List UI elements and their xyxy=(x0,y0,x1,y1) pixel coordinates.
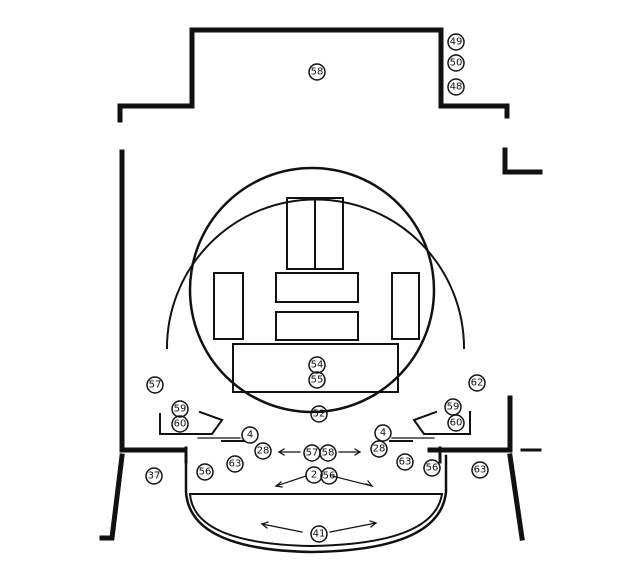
marker-circle xyxy=(310,525,328,543)
marker-circle xyxy=(254,442,272,460)
marker-circle xyxy=(308,371,326,389)
label-57-center: 57 xyxy=(306,448,319,459)
front-platform xyxy=(232,343,399,393)
marker-circle xyxy=(447,54,465,72)
marker-circle xyxy=(471,461,489,479)
marker-circle xyxy=(308,63,326,81)
label-4-right: 4 xyxy=(380,428,386,439)
marker-circle xyxy=(396,453,414,471)
rear-platform-right xyxy=(314,197,344,270)
label-52: 52 xyxy=(313,409,326,420)
center-block-upper xyxy=(275,272,359,303)
marker-circle xyxy=(468,374,486,392)
center-block-lower xyxy=(275,311,359,341)
right-wall xyxy=(427,395,513,453)
label-4-left: 4 xyxy=(247,430,253,441)
marker-circle xyxy=(226,455,244,473)
arrow-front-diagonal xyxy=(274,475,374,488)
marker-circle xyxy=(305,466,323,484)
right-wagon xyxy=(412,410,471,435)
left-flat xyxy=(213,272,244,340)
label-2: 2 xyxy=(311,470,317,481)
label-56-center: 56 xyxy=(323,471,336,482)
rear-platform-left xyxy=(286,197,316,270)
marker-circle xyxy=(374,424,392,442)
label-58-top: 58 xyxy=(311,67,324,78)
left-lower-wall xyxy=(99,453,125,541)
label-59-left: 59 xyxy=(174,404,187,415)
label-50: 50 xyxy=(450,58,463,69)
arrow-apron xyxy=(260,520,378,533)
marker-circle xyxy=(447,78,465,96)
marker-circle xyxy=(319,444,337,462)
label-63-left: 63 xyxy=(229,459,242,470)
marker-circle xyxy=(447,33,465,51)
label-48: 48 xyxy=(450,82,463,93)
label-58-center: 58 xyxy=(322,448,335,459)
label-41: 41 xyxy=(313,529,326,540)
label-59-right: 59 xyxy=(447,402,460,413)
marker-circle xyxy=(447,414,465,432)
arrow-front-horizontal xyxy=(277,448,362,456)
label-54: 54 xyxy=(311,360,324,371)
right-lower-wall xyxy=(507,453,525,541)
marker-circle xyxy=(423,459,441,477)
marker-circle xyxy=(308,356,326,374)
label-28-right: 28 xyxy=(373,444,386,455)
marker-circle xyxy=(320,467,338,485)
label-49: 49 xyxy=(450,37,463,48)
marker-circle xyxy=(370,440,388,458)
label-56-left: 56 xyxy=(199,467,212,478)
upper-wall-outline xyxy=(117,27,510,123)
label-62: 62 xyxy=(471,378,484,389)
right-notch-wall xyxy=(502,147,543,175)
marker-circle xyxy=(171,415,189,433)
right-flat xyxy=(391,272,420,340)
left-wall xyxy=(119,149,188,453)
marker-circle xyxy=(171,400,189,418)
label-60-left: 60 xyxy=(174,419,187,430)
label-60-right: 60 xyxy=(450,418,463,429)
marker-circle xyxy=(146,376,164,394)
label-37: 37 xyxy=(148,471,161,482)
left-wagon xyxy=(159,410,224,435)
label-56-right: 56 xyxy=(426,463,439,474)
apron-outer xyxy=(184,454,448,554)
marker-circle xyxy=(310,405,328,423)
label-28-left: 28 xyxy=(257,446,270,457)
marker-circle xyxy=(196,463,214,481)
apron-inner-curve xyxy=(188,492,444,548)
marker-circle xyxy=(145,467,163,485)
label-57-left: 57 xyxy=(149,380,162,391)
label-55: 55 xyxy=(311,375,324,386)
marker-circle xyxy=(241,426,259,444)
label-63-far: 63 xyxy=(474,465,487,476)
label-63-right: 63 xyxy=(399,457,412,468)
